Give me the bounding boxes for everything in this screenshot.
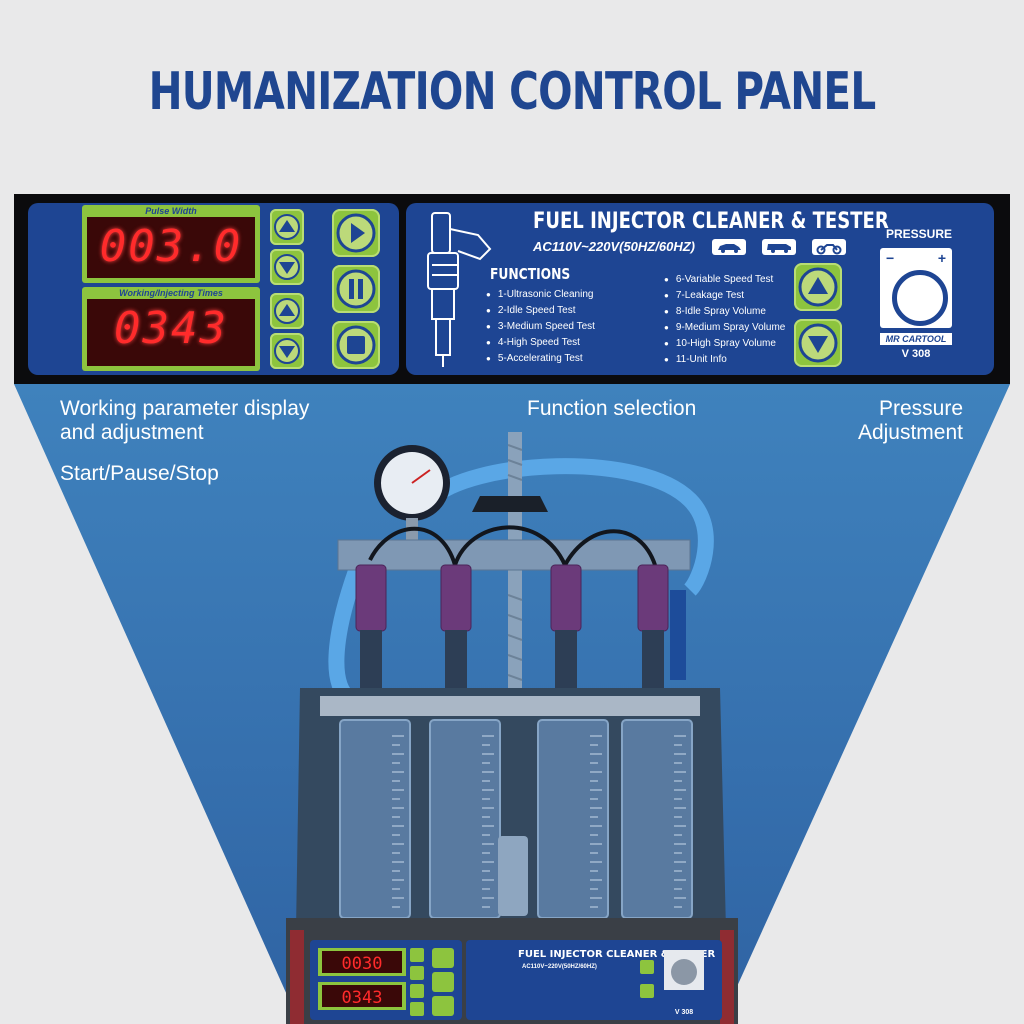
- times-down-button[interactable]: [270, 333, 304, 369]
- functions-heading: FUNCTIONS: [490, 265, 571, 283]
- mini-times-display: 0343: [342, 988, 383, 1008]
- minus-label: −: [886, 250, 895, 266]
- function-item: 7-Leakage Test: [664, 288, 785, 304]
- pressure-label: PRESSURE: [886, 227, 953, 241]
- pulse-down-button[interactable]: [270, 249, 304, 285]
- times-up-button[interactable]: [270, 293, 304, 329]
- injector-icon: [427, 212, 492, 367]
- headline: HUMANIZATION CONTROL PANEL: [148, 62, 877, 122]
- mini-title: FUEL INJECTOR CLEANER & TESTER: [518, 949, 715, 960]
- times-value: 0343: [87, 299, 255, 366]
- caption-line: Working parameter display: [60, 397, 310, 420]
- plus-label: +: [937, 250, 946, 266]
- model-label: V 308: [901, 348, 931, 360]
- down-icon: [798, 323, 838, 363]
- up-icon: [274, 298, 300, 324]
- caption-function-selection: Function selection: [527, 397, 697, 420]
- caption-line: Adjustment: [857, 421, 963, 444]
- start-button[interactable]: [332, 209, 380, 257]
- pulse-up-button[interactable]: [270, 209, 304, 245]
- pulse-width-display: Pulse Width 003.0: [82, 205, 260, 283]
- pulse-width-label: Pulse Width: [145, 206, 197, 216]
- panel-subtitle: AC110V~220V(50HZ/60HZ): [533, 239, 695, 254]
- pressure-knob-panel: − +: [880, 248, 952, 328]
- mini-pulse-display: 0030: [342, 954, 383, 974]
- functions-list-1: 1-Ultrasonic Cleaning2-Idle Speed Test3-…: [486, 287, 595, 367]
- pulse-width-value: 003.0: [87, 217, 255, 278]
- mini-model: V 308: [675, 1009, 693, 1016]
- brand-logo: MR CARTOOL: [880, 333, 952, 345]
- caption-line: and adjustment: [60, 421, 204, 444]
- pressure-knob[interactable]: [892, 270, 948, 326]
- function-panel: FUEL INJECTOR CLEANER & TESTER AC110V~22…: [406, 203, 994, 375]
- function-item: 11-Unit Info: [664, 352, 785, 368]
- up-icon: [274, 214, 300, 240]
- car-icon: [712, 239, 746, 255]
- function-item: 4-High Speed Test: [486, 335, 595, 351]
- function-item: 5-Accelerating Test: [486, 351, 595, 367]
- function-item: 8-Idle Spray Volume: [664, 304, 785, 320]
- function-item: 2-Idle Speed Test: [486, 303, 595, 319]
- stop-button[interactable]: [332, 321, 380, 369]
- function-item: 6-Variable Speed Test: [664, 272, 785, 288]
- pause-icon: [336, 269, 376, 309]
- function-item: 10-High Spray Volume: [664, 336, 785, 352]
- parameter-panel: Pulse Width 003.0 Working/Injecting Time…: [28, 203, 399, 375]
- down-icon: [274, 254, 300, 280]
- up-icon: [798, 267, 838, 307]
- suv-icon: [762, 239, 796, 255]
- down-icon: [274, 338, 300, 364]
- pause-button[interactable]: [332, 265, 380, 313]
- caption-start-pause-stop: Start/Pause/Stop: [60, 462, 219, 485]
- function-down-button[interactable]: [794, 319, 842, 367]
- play-icon: [336, 213, 376, 253]
- times-label: Working/Injecting Times: [119, 288, 223, 298]
- functions-list-2: 6-Variable Speed Test7-Leakage Test8-Idl…: [664, 272, 786, 368]
- stop-icon: [336, 325, 376, 365]
- function-item: 9-Medium Spray Volume: [664, 320, 786, 336]
- function-item: 1-Ultrasonic Cleaning: [486, 287, 595, 303]
- panel-title: FUEL INJECTOR CLEANER & TESTER: [533, 209, 889, 234]
- mini-subtitle: AC110V~220V(50HZ/60HZ): [522, 964, 597, 970]
- motorcycle-icon: [812, 239, 846, 255]
- function-item: 3-Medium Speed Test: [486, 319, 595, 335]
- function-up-button[interactable]: [794, 263, 842, 311]
- caption-line: Pressure: [878, 397, 963, 420]
- pressure-gauge: [374, 445, 450, 542]
- times-display: Working/Injecting Times 0343: [82, 287, 260, 371]
